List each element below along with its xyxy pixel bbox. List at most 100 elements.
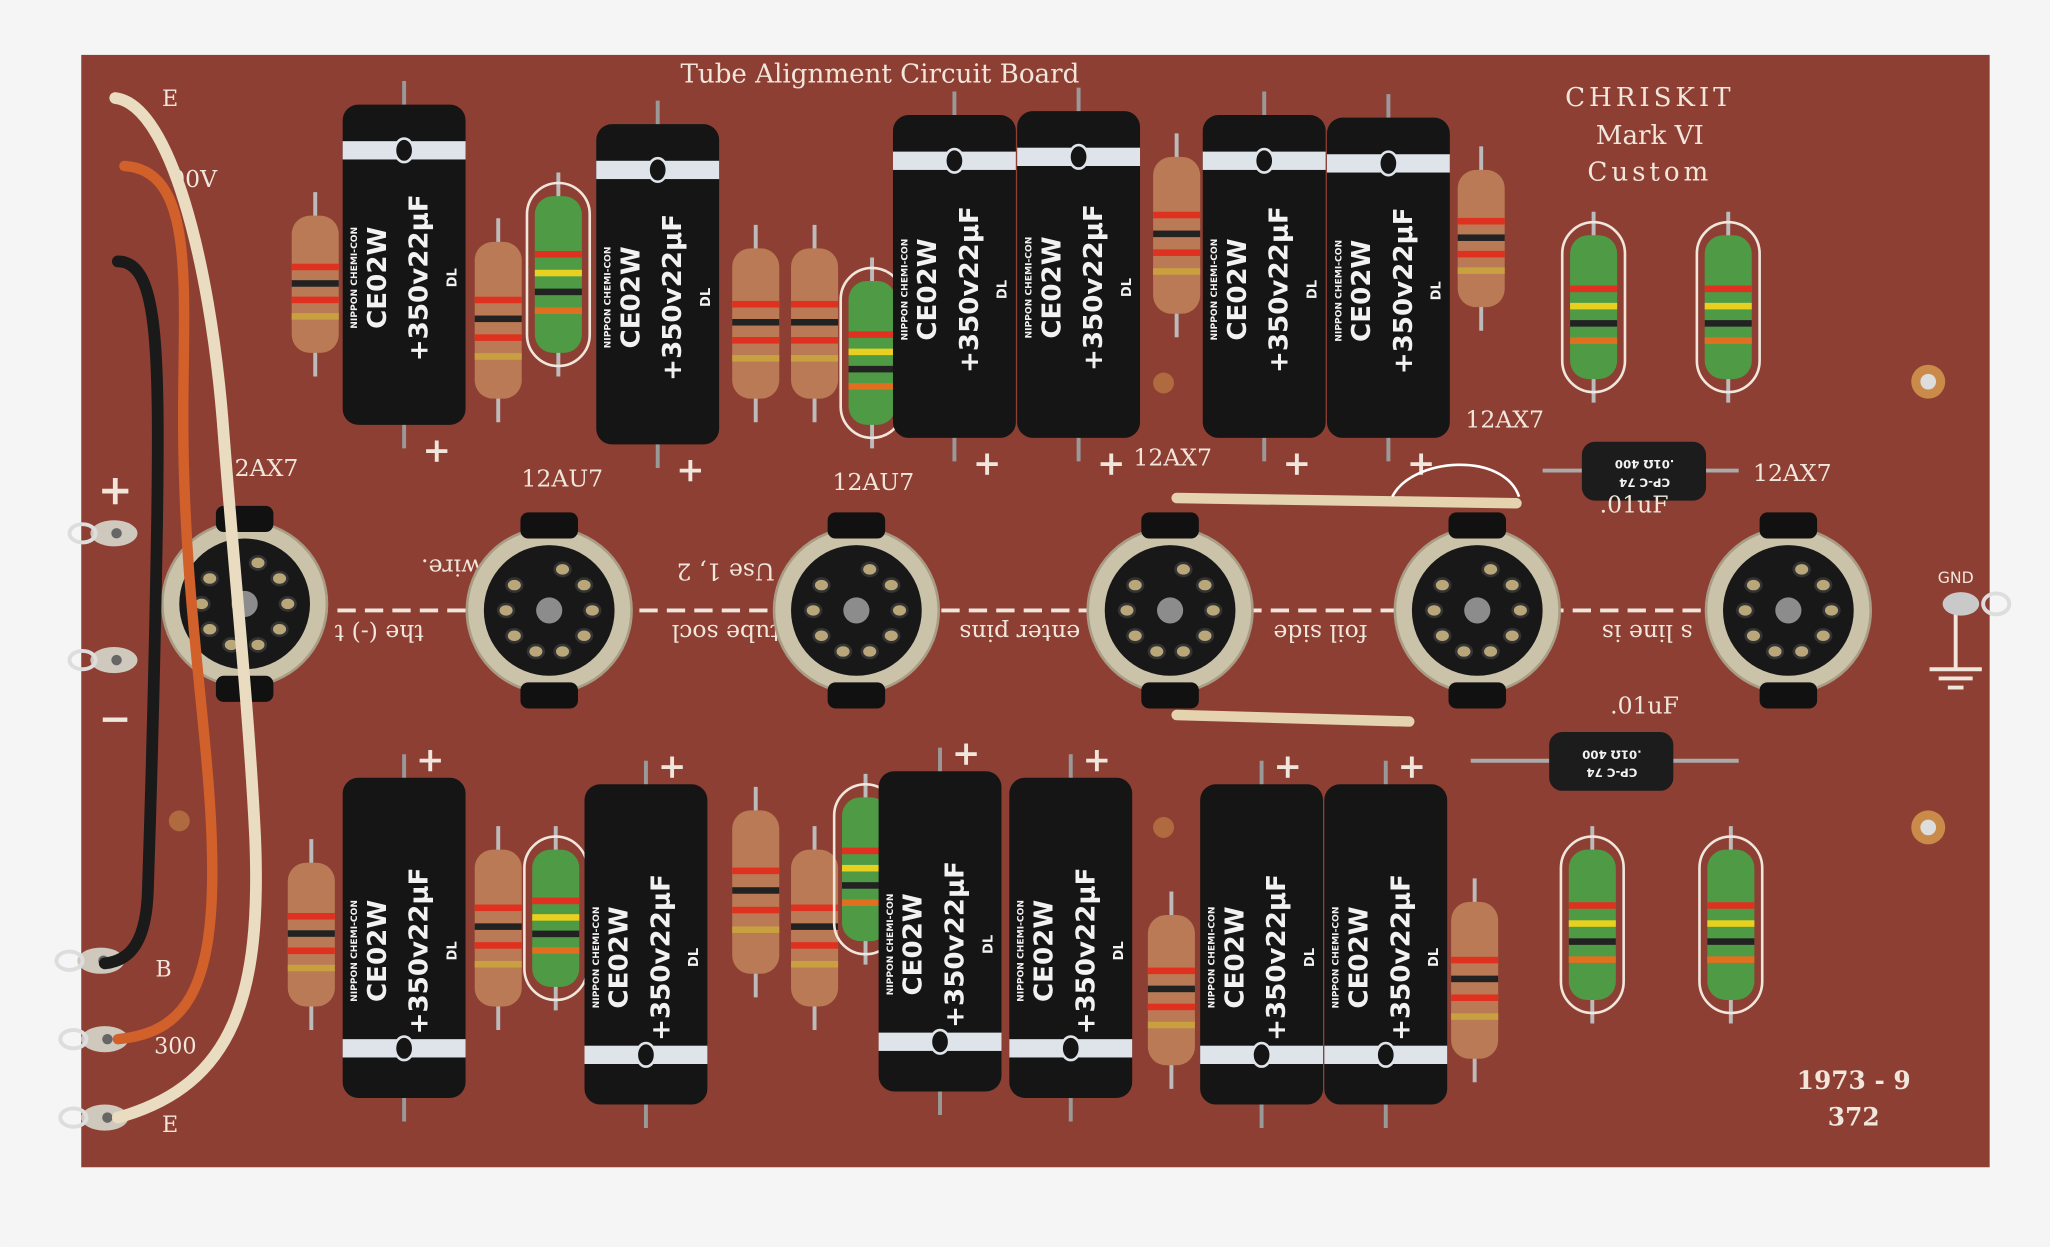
model-label: Mark VI bbox=[1596, 121, 1704, 151]
capacitor-maker-text: NIPPON CHEMI-CON bbox=[1208, 907, 1218, 1009]
capacitor-rating-text: +350v22μF bbox=[646, 874, 676, 1041]
polarity-plus-mark: + bbox=[1398, 747, 1426, 787]
capacitor-model-text: CE02W bbox=[1347, 240, 1377, 342]
carbon-resistor bbox=[474, 218, 522, 423]
capacitor-rating-text: +350v22μF bbox=[1071, 867, 1101, 1034]
mounting-hole bbox=[1911, 810, 1946, 845]
wirewound-resistor bbox=[1560, 211, 1627, 403]
gnd-label: GND bbox=[1938, 568, 1974, 587]
capacitor-rating-text: +350v22μF bbox=[1079, 204, 1109, 371]
film-cap-marking-text: .01Ω 400 bbox=[1615, 457, 1674, 471]
carbon-resistor bbox=[1153, 133, 1201, 338]
tube-socket bbox=[1086, 512, 1254, 709]
capacitor-series-text: DL bbox=[1120, 278, 1135, 297]
capacitor-rating-text: +350v22μF bbox=[941, 861, 971, 1028]
capacitor-series-text: DL bbox=[445, 941, 460, 960]
inverted-instruction-text: the (-) t bbox=[334, 619, 424, 647]
gnd-terminal bbox=[1942, 591, 2012, 617]
capacitor-maker-text: NIPPON CHEMI-CON bbox=[886, 893, 896, 995]
capacitor-series-text: DL bbox=[981, 935, 996, 954]
date-label: 1973 - 9 bbox=[1797, 1066, 1911, 1095]
capacitor-model-text: CE02W bbox=[1344, 906, 1374, 1008]
terminal-e-bottom-label: E bbox=[162, 1112, 178, 1138]
capacitor-maker-text: NIPPON CHEMI-CON bbox=[1334, 240, 1344, 342]
tube-type-label: 12AU7 bbox=[521, 464, 603, 492]
inverted-instruction-text: s line is bbox=[1602, 619, 1693, 647]
wire-white bbox=[109, 92, 262, 1124]
polarity-plus-mark: + bbox=[676, 450, 704, 490]
mounting-hole bbox=[1911, 364, 1946, 399]
solder-terminal bbox=[67, 647, 138, 674]
capacitor-series-text: DL bbox=[996, 280, 1011, 299]
polarity-plus-mark: + bbox=[1283, 443, 1311, 483]
wirewound-resistor bbox=[523, 826, 589, 1011]
terminal-e-top-label: E bbox=[162, 86, 178, 112]
carbon-resistor bbox=[791, 826, 839, 1031]
carbon-resistor bbox=[791, 224, 839, 423]
brand-label: CHRISKIT bbox=[1565, 83, 1734, 113]
terminal-minus-label: − bbox=[99, 696, 132, 742]
capacitor-series-text: DL bbox=[1427, 948, 1442, 967]
capacitor-model-text: CE02W bbox=[363, 227, 393, 329]
capacitor-model-text: CE02W bbox=[1037, 236, 1067, 338]
tube-socket bbox=[1704, 512, 1873, 709]
carbon-resistor bbox=[291, 192, 339, 377]
serial-label: 372 bbox=[1828, 1102, 1880, 1131]
capacitor-model-text: CE02W bbox=[1220, 906, 1250, 1008]
wire-black bbox=[98, 255, 164, 970]
carbon-resistor bbox=[474, 826, 522, 1031]
capacitor-maker-text: NIPPON CHEMI-CON bbox=[900, 239, 910, 341]
inverted-instruction-text: foil side bbox=[1273, 619, 1367, 647]
polarity-plus-mark: + bbox=[423, 430, 451, 470]
polarity-plus-mark: + bbox=[1097, 443, 1125, 483]
wire-orange bbox=[112, 160, 218, 1045]
inverted-instruction-text: enter pins bbox=[959, 619, 1080, 647]
film-cap-marking-text: CP-C 74 bbox=[1586, 766, 1637, 780]
capacitor-rating-text: +350v22μF bbox=[1265, 206, 1295, 373]
electrolytic-capacitor: +350v22μF CE02W DL NIPPON CHEMI-CON bbox=[1200, 760, 1324, 1129]
carbon-resistor bbox=[732, 224, 780, 423]
capacitor-maker-text: NIPPON CHEMI-CON bbox=[350, 900, 360, 1002]
tube-socket bbox=[1393, 512, 1561, 709]
inverted-instruction-text: wire. bbox=[421, 553, 481, 581]
solder-terminal bbox=[58, 1026, 129, 1053]
capacitor-model-text: CE02W bbox=[605, 906, 635, 1008]
capacitor-series-text: DL bbox=[1303, 948, 1318, 967]
edition-label: Custom bbox=[1587, 157, 1712, 187]
capacitor-series-text: DL bbox=[1112, 941, 1127, 960]
polarity-plus-mark: + bbox=[416, 740, 444, 780]
carbon-resistor bbox=[1451, 878, 1499, 1083]
coupling-cap-value-label: .01uF bbox=[1610, 692, 1679, 720]
carbon-resistor bbox=[287, 839, 335, 1031]
ground-symbol-icon bbox=[1929, 614, 1982, 690]
inverted-instruction-text: Use 1, 2 bbox=[677, 557, 775, 585]
tube-type-label: 12AX7 bbox=[1753, 459, 1832, 487]
jumper-loop bbox=[1391, 463, 1521, 498]
polarity-plus-mark: + bbox=[658, 747, 686, 787]
tube-socket bbox=[465, 512, 633, 709]
capacitor-series-text: DL bbox=[445, 268, 460, 287]
capacitor-model-text: CE02W bbox=[616, 246, 646, 348]
capacitor-rating-text: +350v22μF bbox=[658, 214, 688, 381]
capacitor-maker-text: NIPPON CHEMI-CON bbox=[1017, 900, 1027, 1002]
tube-type-label: 12AU7 bbox=[833, 468, 915, 496]
via-hole bbox=[168, 372, 1175, 838]
capacitor-model-text: CE02W bbox=[1223, 238, 1253, 340]
jumper-wire bbox=[1171, 492, 1522, 509]
capacitor-rating-text: +350v22μF bbox=[1262, 874, 1292, 1041]
capacitor-maker-text: NIPPON CHEMI-CON bbox=[1210, 239, 1220, 341]
polarity-plus-mark: + bbox=[1083, 740, 1111, 780]
